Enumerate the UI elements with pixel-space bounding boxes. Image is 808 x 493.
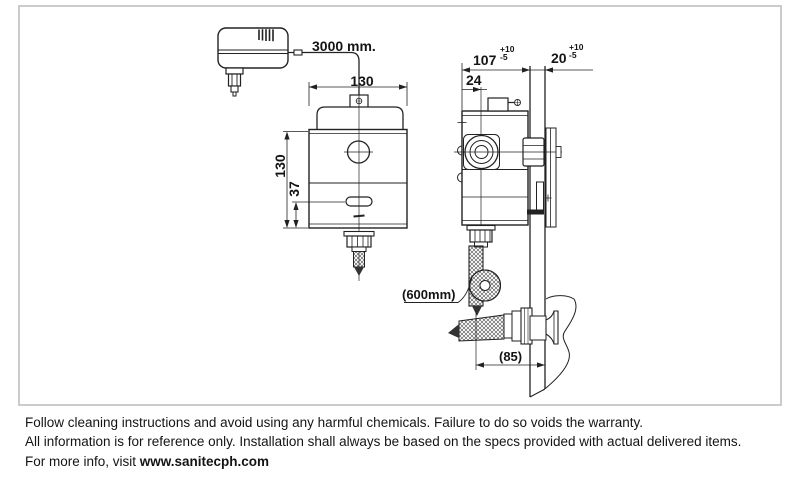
cover-depth-label: 24 [466, 72, 482, 88]
diagram-frame [18, 5, 782, 406]
wall-thickness-label: 20 [551, 50, 567, 66]
sensor-offset-label: 37 [286, 181, 302, 197]
spout-to-wall-label: (85) [499, 349, 523, 364]
footer-line-website: For more info, visit www.sanitecph.com [25, 453, 270, 469]
website-url: www.sanitecph.com [139, 453, 270, 469]
footer-notes: Follow cleaning instructions and avoid u… [25, 413, 795, 471]
footer-line-warranty: Follow cleaning instructions and avoid u… [25, 415, 644, 430]
hose-length-label: (600mm) [402, 287, 456, 302]
front-width-label: 130 [350, 73, 374, 89]
footer-line-reference: All information is for reference only. I… [25, 434, 742, 450]
body-depth-label: 107 [473, 52, 497, 68]
front-height-label: 130 [272, 154, 288, 178]
cable-length-label: 3000 mm. [312, 38, 376, 54]
body-depth-tolerance: +10-5 [500, 44, 515, 62]
wall-thickness-tolerance: +10-5 [569, 42, 584, 60]
